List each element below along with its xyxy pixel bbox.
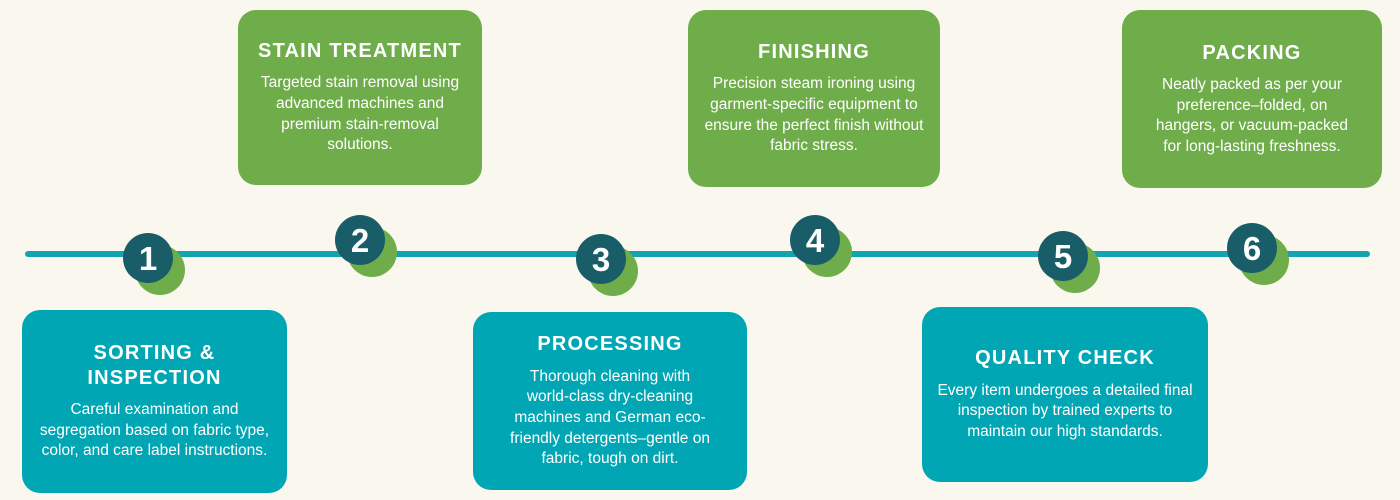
- step-3-marker: 3: [576, 234, 638, 296]
- step-number-badge: 6: [1227, 223, 1277, 273]
- step-title: QUALITY CHECK: [975, 347, 1155, 370]
- step-number-badge: 2: [335, 215, 385, 265]
- step-title: PACKING: [1202, 41, 1302, 64]
- step-description: Every item undergoes a detailed final in…: [937, 381, 1193, 440]
- step-title: SORTING & INSPECTION: [87, 342, 222, 389]
- step-description: Neatly packed as per your preference–fol…: [1155, 75, 1349, 155]
- step-number: 5: [1053, 237, 1073, 275]
- step-description: Targeted stain removal using advanced ma…: [260, 74, 460, 154]
- step-4-marker: 4: [790, 215, 852, 277]
- step-4-card: FINISHING Precision steam ironing using …: [688, 10, 940, 187]
- step-title: STAIN TREATMENT: [258, 40, 462, 63]
- step-description: Thorough cleaning with world-class dry-c…: [510, 367, 710, 468]
- step-1-card: SORTING & INSPECTION Careful examination…: [22, 310, 287, 493]
- step-number: 3: [591, 240, 611, 278]
- step-3-card: PROCESSING Thorough cleaning with world-…: [473, 312, 747, 490]
- step-2-marker: 2: [335, 215, 397, 277]
- step-number: 2: [350, 221, 370, 259]
- step-number: 1: [138, 239, 158, 277]
- step-number-badge: 4: [790, 215, 840, 265]
- step-5-card: QUALITY CHECK Every item undergoes a det…: [922, 307, 1208, 482]
- step-number-badge: 1: [123, 233, 173, 283]
- step-5-marker: 5: [1038, 231, 1100, 293]
- step-description: Careful examination and segregation base…: [39, 400, 270, 460]
- step-title: FINISHING: [758, 41, 870, 64]
- step-title: PROCESSING: [537, 333, 683, 356]
- step-number: 6: [1242, 229, 1262, 267]
- step-number: 4: [805, 221, 825, 259]
- step-number-badge: 5: [1038, 231, 1088, 281]
- step-6-card: PACKING Neatly packed as per your prefer…: [1122, 10, 1382, 188]
- step-6-marker: 6: [1227, 223, 1289, 285]
- step-number-badge: 3: [576, 234, 626, 284]
- timeline-line: [25, 251, 1370, 257]
- step-1-marker: 1: [123, 233, 185, 295]
- step-2-card: STAIN TREATMENT Targeted stain removal u…: [238, 10, 482, 185]
- step-description: Precision steam ironing using garment-sp…: [704, 75, 924, 155]
